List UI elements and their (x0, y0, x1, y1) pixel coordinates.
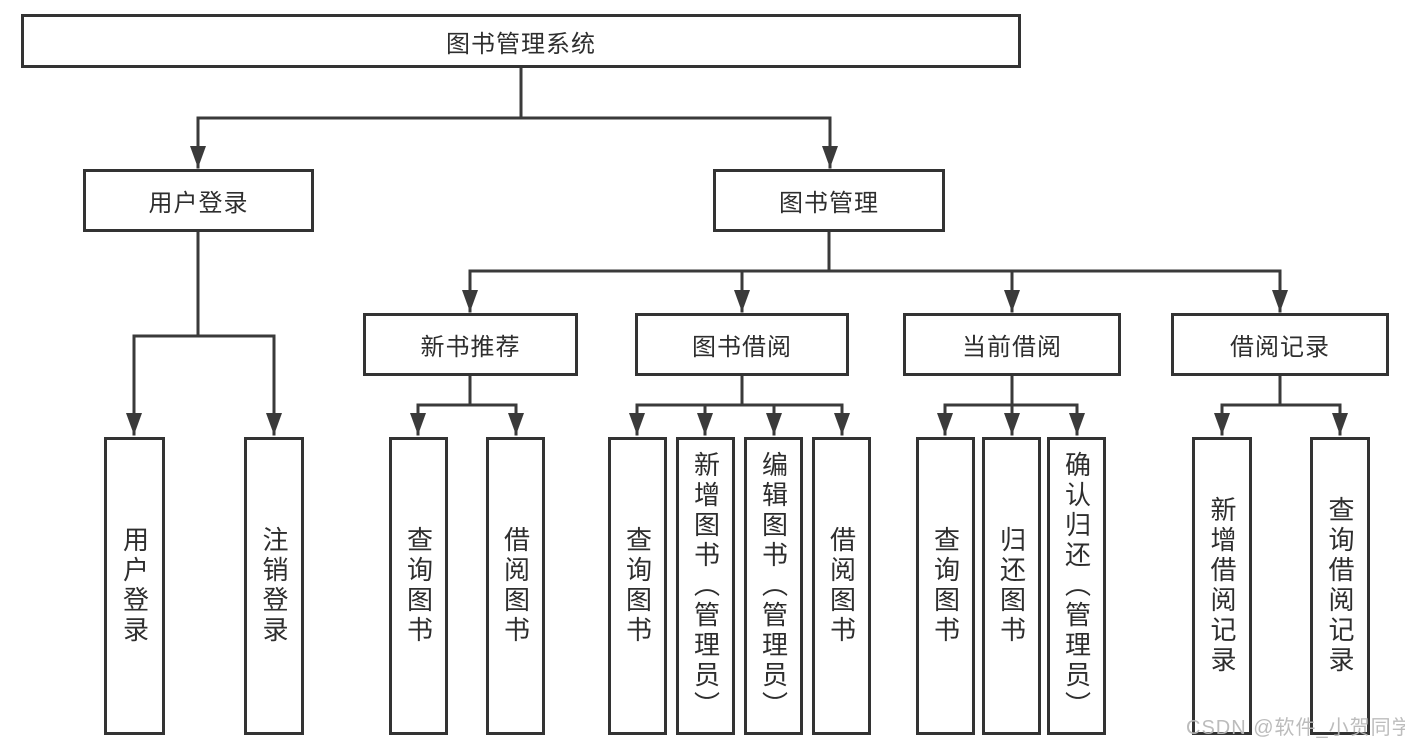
leaf-label: 编辑图书（管理员） (758, 451, 789, 721)
node-leaf-query-book-3: 查询图书 (916, 437, 975, 735)
leaf-label: 查询图书 (403, 526, 434, 646)
node-leaf-add-borrow-record: 新增借阅记录 (1192, 437, 1252, 735)
node-leaf-borrow-book-1: 借阅图书 (486, 437, 545, 735)
node-leaf-borrow-book-2: 借阅图书 (812, 437, 871, 735)
node-leaf-return-book: 归还图书 (982, 437, 1041, 735)
leaf-label: 查询图书 (930, 526, 961, 646)
leaf-label: 注销登录 (259, 526, 289, 646)
node-leaf-query-borrow-record: 查询借阅记录 (1310, 437, 1370, 735)
leaf-label: 借阅图书 (500, 526, 531, 646)
watermark: CSDN @软件_小贺同学 (1186, 717, 1405, 739)
node-book-borrow: 图书借阅 (635, 313, 849, 376)
leaf-label: 归还图书 (996, 526, 1027, 646)
leaf-label: 新增图书（管理员） (690, 451, 721, 721)
node-borrow-records: 借阅记录 (1171, 313, 1389, 376)
node-leaf-query-book-1: 查询图书 (389, 437, 448, 735)
node-user-login: 用户登录 (83, 169, 314, 232)
leaf-label: 查询借阅记录 (1325, 496, 1355, 676)
leaf-label: 用户登录 (119, 526, 150, 646)
node-root: 图书管理系统 (21, 14, 1021, 68)
node-book-management: 图书管理 (713, 169, 945, 232)
node-leaf-add-book-admin: 新增图书（管理员） (676, 437, 735, 735)
node-leaf-edit-book-admin: 编辑图书（管理员） (744, 437, 803, 735)
node-leaf-user-login: 用户登录 (104, 437, 165, 735)
node-leaf-logout: 注销登录 (244, 437, 304, 735)
leaf-label: 借阅图书 (826, 526, 857, 646)
leaf-label: 确认归还（管理员） (1061, 451, 1092, 721)
node-leaf-confirm-return-admin: 确认归还（管理员） (1047, 437, 1106, 735)
node-leaf-query-book-2: 查询图书 (608, 437, 667, 735)
node-new-book-recommend: 新书推荐 (363, 313, 578, 376)
node-current-borrow: 当前借阅 (903, 313, 1121, 376)
leaf-label: 查询图书 (622, 526, 653, 646)
leaf-label: 新增借阅记录 (1207, 496, 1237, 676)
